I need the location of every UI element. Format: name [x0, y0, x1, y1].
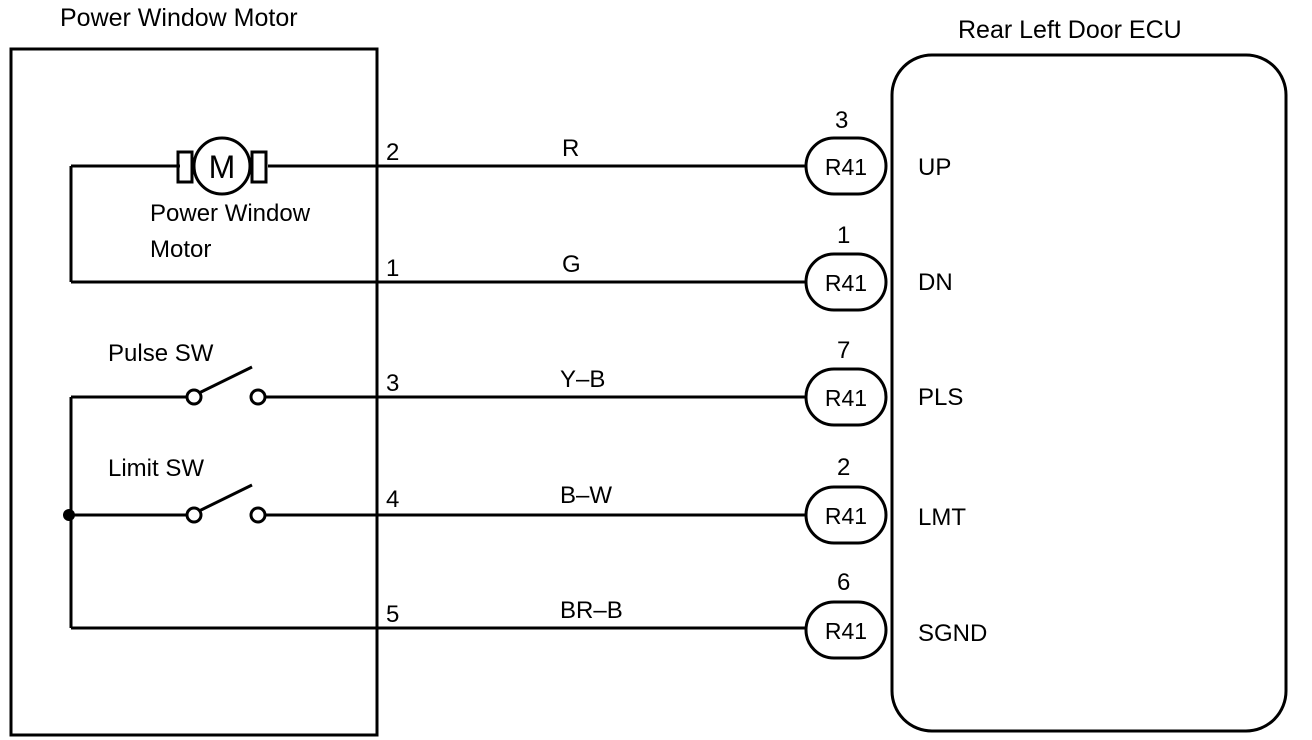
- motor-symbol: M: [176, 136, 268, 196]
- wire-color-code: B–W: [560, 482, 612, 509]
- connector-r41: [804, 136, 888, 196]
- connector-label: R41: [825, 385, 867, 411]
- connector-label: R41: [825, 154, 867, 180]
- ecu-pin-number: 7: [837, 337, 850, 364]
- motor-label-line1: Power Window: [150, 200, 311, 227]
- wire-row: 2 R 3 R41 UP: [377, 107, 951, 196]
- wire-color-code: BR–B: [560, 597, 623, 624]
- ecu-terminal-label: UP: [918, 154, 951, 181]
- ecu-pin-number: 2: [837, 454, 850, 481]
- switch-wiring: [63, 395, 377, 630]
- motor-symbol-letter: M: [209, 149, 236, 185]
- wire-row: 1 G 1 R41 DN: [377, 222, 953, 312]
- wire-color-code: G: [562, 251, 581, 278]
- connector-r41: [804, 367, 888, 427]
- motor-box-title: Power Window Motor: [60, 4, 298, 32]
- ecu-terminal-label: PLS: [918, 384, 963, 411]
- motor-pin-number: 3: [386, 370, 399, 397]
- wire-row: 4 B–W 2 R41 LMT: [377, 454, 966, 545]
- ecu-box: [890, 53, 1288, 733]
- ecu-pin-number: 6: [837, 569, 850, 596]
- ecu-pin-number: 3: [835, 107, 848, 134]
- wire-color-code: Y–B: [560, 366, 605, 393]
- connector-r41: [804, 600, 888, 660]
- ecu-pin-number: 1: [837, 222, 850, 249]
- motor-pin-number: 4: [386, 486, 399, 513]
- pulse-sw-label: Pulse SW: [108, 340, 214, 367]
- motor-loop-wiring: [69, 164, 377, 284]
- connector-label: R41: [825, 503, 867, 529]
- motor-box: [9, 47, 379, 737]
- connector-r41: [804, 252, 888, 312]
- motor-pin-number: 1: [386, 255, 399, 282]
- junction-dot: [63, 509, 75, 521]
- ecu-box-title: Rear Left Door ECU: [958, 16, 1182, 44]
- connector-label: R41: [825, 618, 867, 644]
- motor-pin-number: 5: [386, 601, 399, 628]
- connector-r41: [804, 485, 888, 545]
- ecu-terminal-label: SGND: [918, 620, 987, 647]
- motor-pin-number: 2: [386, 139, 399, 166]
- limit-switch: [185, 483, 377, 524]
- wire-color-code: R: [562, 135, 579, 162]
- wire-row: 3 Y–B 7 R41 PLS: [377, 337, 963, 427]
- limit-sw-label: Limit SW: [108, 455, 204, 482]
- ecu-terminal-label: LMT: [918, 504, 966, 531]
- pulse-switch: [185, 365, 377, 406]
- ecu-terminal-label: DN: [918, 269, 953, 296]
- connector-label: R41: [825, 270, 867, 296]
- wire-row: 5 BR–B 6 R41 SGND: [377, 569, 987, 660]
- motor-label-line2: Motor: [150, 236, 211, 263]
